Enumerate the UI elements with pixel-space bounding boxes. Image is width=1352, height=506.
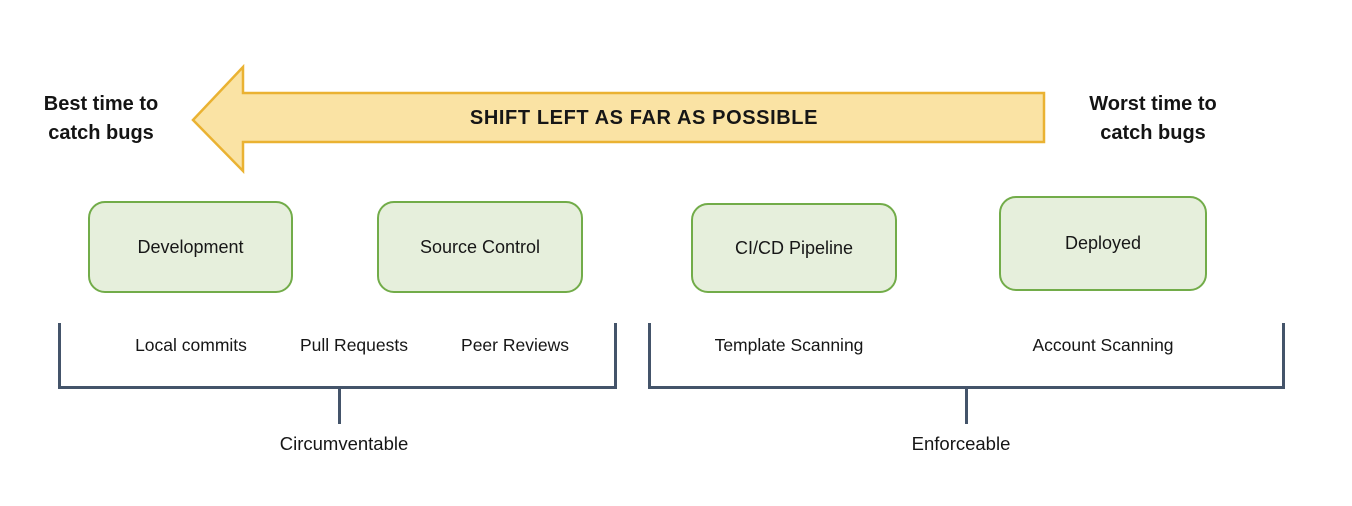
- arrow-label: SHIFT LEFT AS FAR AS POSSIBLE: [469, 106, 819, 129]
- caption-worst-time: Worst time to catch bugs: [1089, 93, 1217, 144]
- stage-box-development: Development: [88, 201, 293, 293]
- bracket-circumventable: [58, 323, 617, 389]
- stage-box-cicd-pipeline: CI/CD Pipeline: [691, 203, 897, 293]
- practice-peer-reviews: Peer Reviews: [461, 335, 569, 355]
- stage-box-deployed: Deployed: [999, 196, 1207, 291]
- practice-local-commits: Local commits: [135, 335, 247, 355]
- bracket-stem-enforceable: [965, 389, 968, 424]
- shift-left-arrow: [191, 63, 1046, 175]
- stage-label: Deployed: [1064, 233, 1142, 253]
- group-label-circumventable: Circumventable: [279, 433, 409, 454]
- stage-label: Development: [137, 236, 244, 257]
- group-label-enforceable: Enforceable: [911, 433, 1011, 454]
- practice-pull-requests: Pull Requests: [300, 335, 408, 355]
- arrow-shape: [191, 63, 1046, 175]
- practice-account-scanning: Account Scanning: [1032, 335, 1174, 355]
- practice-template-scanning: Template Scanning: [714, 335, 864, 355]
- bracket-enforceable: [648, 323, 1285, 389]
- stage-label: Source Control: [419, 236, 541, 257]
- stage-label: CI/CD Pipeline: [734, 237, 854, 258]
- stage-box-source-control: Source Control: [377, 201, 583, 293]
- bracket-stem-circumventable: [338, 389, 341, 424]
- caption-best-time: Best time to catch bugs: [43, 93, 159, 144]
